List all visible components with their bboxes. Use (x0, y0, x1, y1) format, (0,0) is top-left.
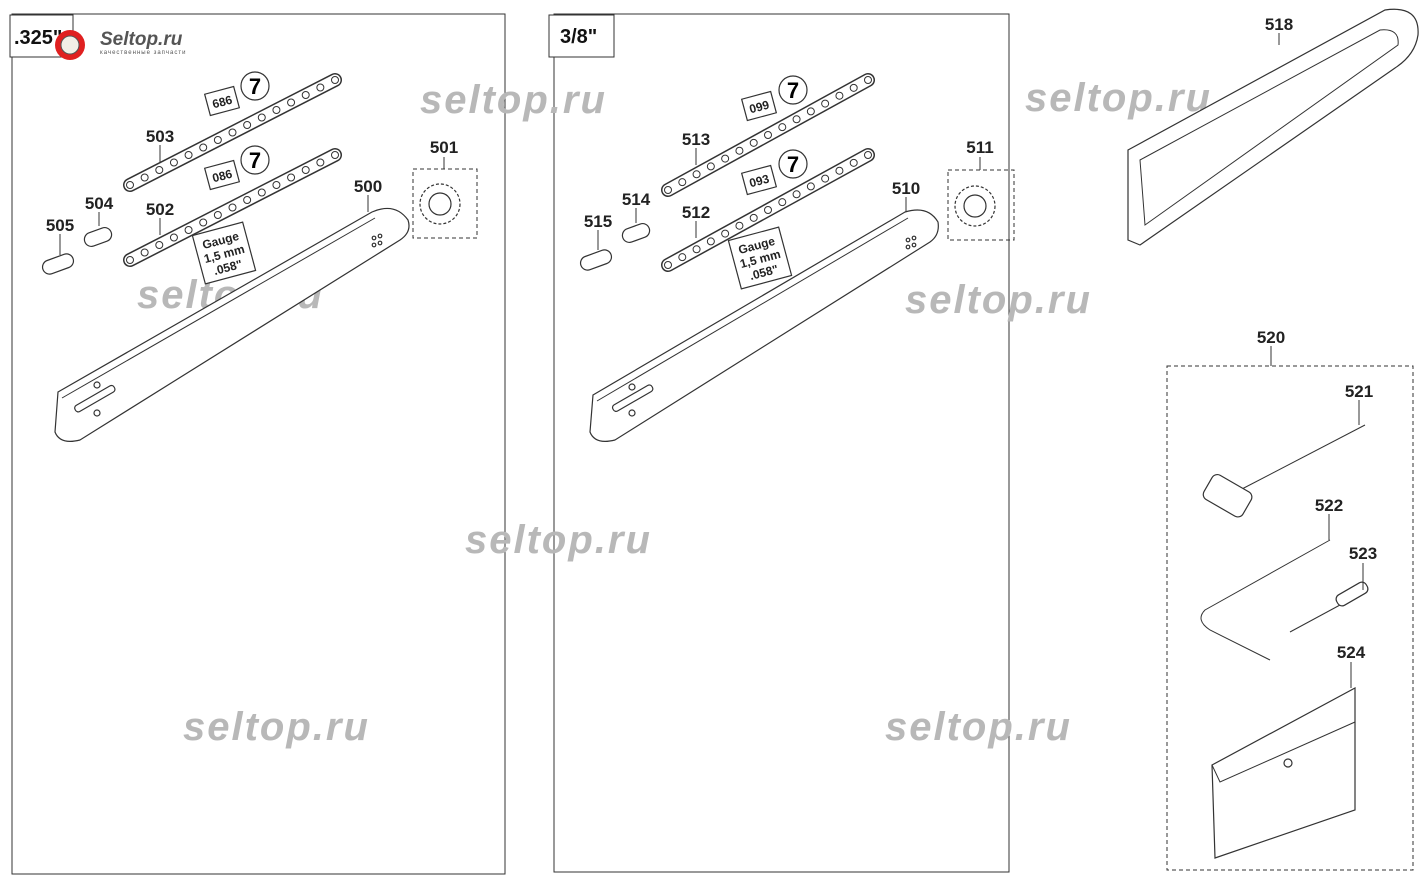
badge-7: 7 (249, 148, 261, 173)
part-number: 500 (354, 177, 382, 196)
part-number: 523 (1349, 544, 1377, 563)
part-number: 504 (85, 194, 114, 213)
chain-513-code: 099 (748, 98, 771, 117)
chain-502-code: 086 (211, 167, 234, 186)
panel-38-frame (553, 13, 1010, 873)
seltop-logo: Seltop.ru качественные запчасти (55, 29, 186, 60)
gauge-tag-38: Gauge 1,5 mm .058" (727, 226, 793, 290)
chain-503-code: 686 (211, 93, 234, 112)
sprocket-511 (947, 169, 1015, 241)
part-number: 515 (584, 212, 612, 231)
logo-tagline: качественные запчасти (100, 50, 186, 56)
watermark: seltop.ru (905, 278, 1092, 322)
badge-7: 7 (249, 74, 261, 99)
chain-513 (661, 73, 875, 197)
part-numbers: 503 502 504 505 500 501 513 512 514 515 … (46, 15, 1377, 662)
pitch-38-label: 3/8" (560, 26, 597, 48)
part-number: 522 (1315, 496, 1343, 515)
badge-7: 7 (787, 78, 799, 103)
part-number: 501 (430, 138, 458, 157)
part-number: 524 (1337, 643, 1366, 662)
sprocket-501 (412, 168, 478, 239)
chain-503 (123, 73, 342, 192)
gauge-tag-325: Gauge 1,5 mm .058" (191, 221, 257, 285)
badge-7: 7 (787, 152, 799, 177)
chain-512-code: 093 (748, 172, 771, 191)
part-number: 518 (1265, 15, 1293, 34)
tags: 686 086 099 093 7 7 7 7 Gauge 1,5 mm .05… (191, 71, 808, 290)
link-504 (83, 227, 113, 247)
watermark: seltop.ru (420, 78, 607, 122)
panel-325-frame (11, 13, 506, 875)
pitch-38-box (548, 14, 615, 58)
part-number: 512 (682, 203, 710, 222)
part-number: 503 (146, 127, 174, 146)
part-number: 502 (146, 200, 174, 219)
part-number: 521 (1345, 382, 1373, 401)
link-505 (41, 253, 75, 275)
wrench-521 (1202, 424, 1366, 518)
kit-520-frame (1166, 365, 1414, 871)
bar-cover-518 (1127, 8, 1419, 246)
leader-lines (59, 33, 1364, 688)
watermark: seltop.ru (465, 518, 652, 562)
bag-524 (1211, 686, 1356, 859)
watermark: seltop.ru (885, 705, 1072, 749)
part-number: 520 (1257, 328, 1285, 347)
part-number: 514 (622, 190, 651, 209)
part-number: 513 (682, 130, 710, 149)
part-number: 505 (46, 216, 74, 235)
watermarks: seltop.ru seltop.ru seltop.ru seltop.ru … (137, 76, 1212, 749)
chain-512 (661, 148, 875, 272)
guide-bar-500 (54, 207, 410, 442)
part-number: 511 (966, 138, 993, 157)
link-515 (579, 249, 613, 271)
logo-text: Seltop.ru (100, 29, 183, 50)
part-number: 510 (892, 179, 920, 198)
watermark: seltop.ru (183, 705, 370, 749)
pitch-325-label: .325" (14, 27, 62, 49)
chain-502 (123, 148, 342, 267)
guide-bar-510 (589, 209, 939, 442)
watermark: seltop.ru (1025, 76, 1212, 120)
screwdriver-523 (1289, 581, 1369, 633)
link-514 (621, 223, 651, 243)
hex-key-522 (1200, 539, 1331, 661)
